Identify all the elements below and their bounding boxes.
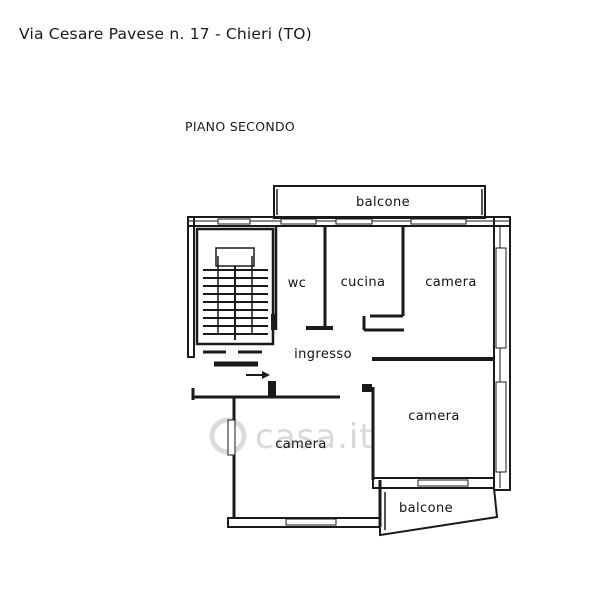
watermark-text: casa.it [255, 417, 374, 457]
windows [217, 218, 507, 526]
wall-stubs [268, 314, 372, 397]
window-cucina [335, 218, 373, 225]
balcony-bottom-outline [379, 487, 499, 537]
window-camera-bottom-left-side [227, 419, 236, 456]
label-balcone-bottom: balcone [399, 501, 453, 516]
window-wc [280, 218, 317, 225]
stair-treads [203, 256, 268, 335]
right-exterior-wall [493, 216, 511, 491]
label-camera-top-right: camera [425, 275, 477, 290]
window-right-top [495, 247, 507, 349]
window-right-mid [495, 381, 507, 473]
entry-arrow-icon [262, 371, 270, 379]
stair-landing [215, 247, 255, 267]
window-camera-bottom-left [285, 518, 337, 526]
label-camera-mid-right: camera [408, 409, 460, 424]
label-balcone-top: balcone [356, 195, 410, 210]
window-camera-mid-bottom [417, 479, 469, 487]
label-ingresso: ingresso [294, 347, 352, 362]
address-title: Via Cesare Pavese n. 17 - Chieri (TO) [19, 25, 312, 43]
left-exterior-wall [187, 216, 195, 358]
window-stair [217, 218, 251, 225]
label-wc: wc [288, 276, 307, 291]
window-camera-top [410, 218, 467, 225]
label-camera-bottom-left: camera [275, 437, 327, 452]
floor-label: PIANO SECONDO [185, 119, 296, 134]
landing-marks [203, 350, 262, 376]
label-cucina: cucina [341, 275, 386, 290]
stair-core [195, 227, 275, 346]
